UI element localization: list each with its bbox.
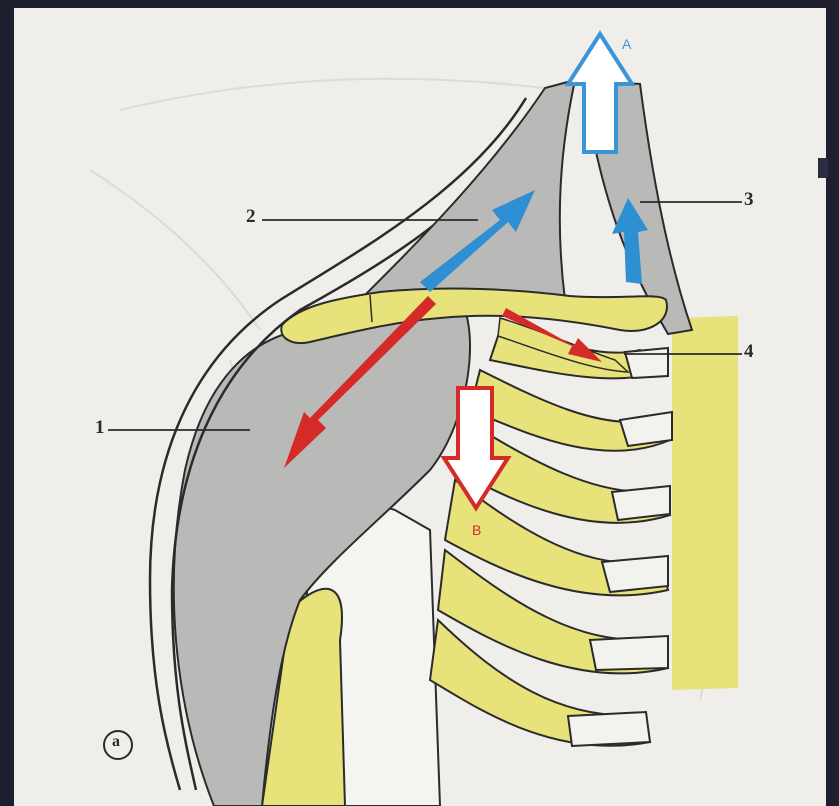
label-4: 4 [744, 341, 754, 363]
sternum-band [672, 316, 738, 690]
label-arrow-a: A [622, 36, 631, 52]
label-arrow-b: B [472, 522, 481, 538]
label-2: 2 [246, 206, 256, 228]
label-3: 3 [744, 189, 754, 211]
label-1: 1 [95, 417, 105, 439]
panel-label: a [112, 733, 120, 751]
